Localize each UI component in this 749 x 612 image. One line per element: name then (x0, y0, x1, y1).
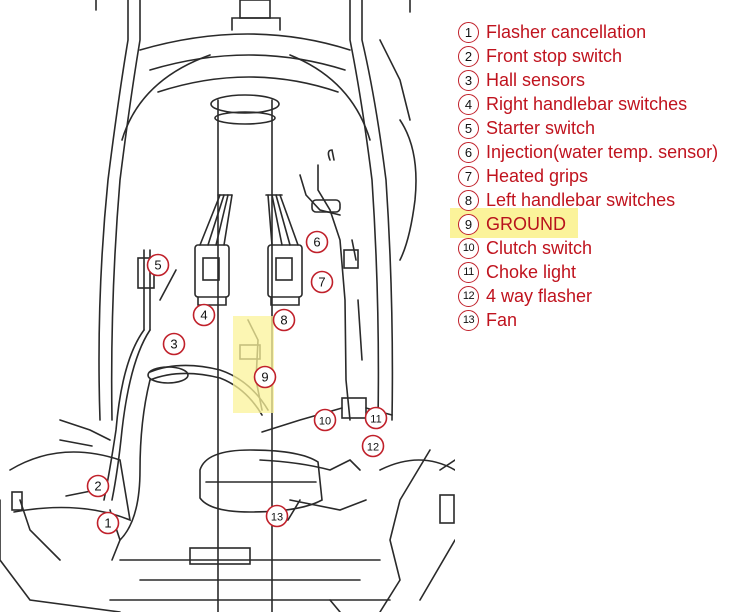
legend-number-badge: 12 (458, 285, 479, 307)
callout-10: 10 (313, 408, 337, 432)
frame-line-art (0, 0, 455, 612)
legend-label: Hall sensors (486, 69, 586, 90)
callout-circle (96, 511, 120, 535)
callout-circle (253, 365, 277, 389)
legend-label: Clutch switch (486, 237, 593, 258)
legend-item: 7 Heated grips (458, 164, 748, 188)
legend-item: 8 Left handlebar switches (458, 188, 748, 212)
legend-item: 3 Hall sensors (458, 68, 748, 92)
legend-label: Fan (486, 309, 518, 330)
callout-number: 8 (280, 313, 287, 328)
legend-label: GROUND (486, 213, 566, 234)
callout-number: 4 (200, 308, 207, 323)
callout-number: 9 (261, 370, 268, 385)
ground-highlight (233, 316, 274, 413)
legend-number-badge: 11 (458, 261, 479, 283)
callout-1: 1 (96, 511, 120, 535)
callout-5: 5 (146, 253, 170, 277)
callout-number: 11 (370, 414, 381, 426)
callout-circle (146, 253, 170, 277)
legend-item: 5 Starter switch (458, 116, 748, 140)
legend-label: Heated grips (486, 165, 589, 186)
callout-circle (361, 434, 385, 458)
callout-number: 1 (104, 516, 111, 531)
legend-number-badge: 7 (458, 165, 479, 187)
callout-circle (305, 230, 329, 254)
legend-number-badge: 8 (458, 189, 479, 211)
callout-9: 9 (253, 365, 277, 389)
legend-number-badge: 6 (458, 141, 479, 163)
legend-label: Injection(water temp. sensor) (486, 141, 719, 162)
callout-4: 4 (192, 303, 216, 327)
callout-circle (162, 332, 186, 356)
callout-number: 3 (170, 337, 177, 352)
legend-number-badge: 5 (458, 117, 479, 139)
callout-circle (265, 504, 289, 528)
legend-number-badge: 9 (458, 213, 479, 235)
legend-label: Right handlebar switches (486, 93, 688, 114)
legend-item: 11 Choke light (458, 260, 748, 284)
callout-number: 5 (154, 258, 161, 273)
callout-number: 13 (271, 512, 283, 524)
callout-3: 3 (162, 332, 186, 356)
legend-number-badge: 10 (458, 237, 479, 259)
legend: 1 Flasher cancellation 2 Front stop swit… (450, 20, 748, 332)
callout-11: 11 (364, 406, 388, 430)
callout-number: 12 (367, 442, 379, 454)
legend-item: 2 Front stop switch (458, 44, 748, 68)
legend-number-badge: 3 (458, 69, 479, 91)
legend-number-badge: 4 (458, 93, 479, 115)
legend-label: Left handlebar switches (486, 189, 676, 210)
callout-circle (310, 270, 334, 294)
callout-circle (364, 406, 388, 430)
legend-label: Starter switch (486, 117, 596, 138)
callout-12: 12 (361, 434, 385, 458)
legend-number-badge: 1 (458, 21, 479, 43)
legend-label: 4 way flasher (486, 285, 593, 306)
callout-8: 8 (272, 308, 296, 332)
legend-item: 13 Fan (458, 308, 748, 332)
legend-item: 4 Right handlebar switches (458, 92, 748, 116)
callout-circle (192, 303, 216, 327)
callout-circle (272, 308, 296, 332)
legend-number-badge: 2 (458, 45, 479, 67)
callout-13: 13 (265, 504, 289, 528)
callout-number: 7 (318, 275, 325, 290)
callout-number: 2 (94, 479, 101, 494)
callout-2: 2 (86, 474, 110, 498)
legend-item: 12 4 way flasher (458, 284, 748, 308)
callout-7: 7 (310, 270, 334, 294)
callout-circle (313, 408, 337, 432)
callout-number: 6 (313, 235, 320, 250)
legend-item: 1 Flasher cancellation (458, 20, 748, 44)
legend-number-badge: 13 (458, 309, 479, 331)
legend-item: 10 Clutch switch (458, 236, 748, 260)
legend-item-ground: 9 GROUND (450, 208, 748, 238)
legend-label: Choke light (486, 261, 577, 282)
legend-label: Front stop switch (486, 45, 623, 66)
callout-number: 10 (319, 416, 331, 428)
callout-circle (86, 474, 110, 498)
legend-label: Flasher cancellation (486, 21, 647, 42)
callout-6: 6 (305, 230, 329, 254)
legend-item: 6 Injection(water temp. sensor) (458, 140, 748, 164)
